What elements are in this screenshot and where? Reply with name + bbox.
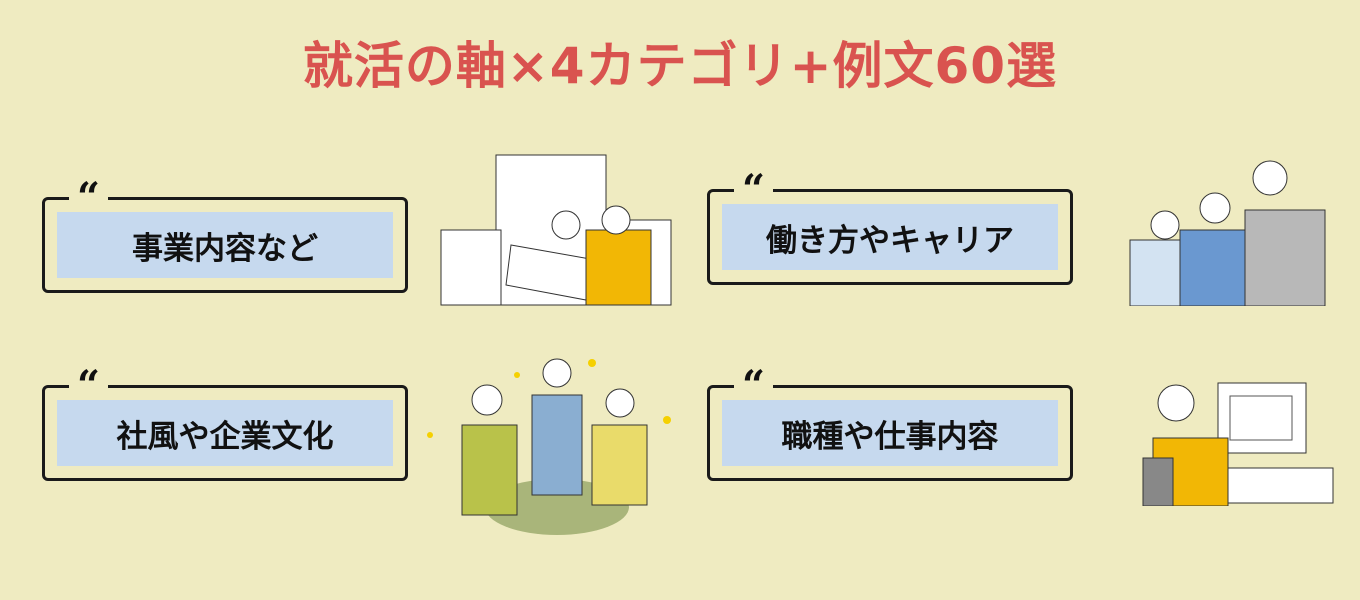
card-label: 職種や仕事内容 — [722, 400, 1058, 466]
quote-icon: “ — [734, 170, 774, 210]
card-label: 働き方やキャリア — [722, 204, 1058, 270]
category-card-culture: “ 社風や企業文化 — [42, 366, 408, 481]
category-card-workstyle: “ 働き方やキャリア — [707, 170, 1073, 285]
page-title: 就活の軸×4カテゴリ+例文60選 — [302, 37, 1058, 95]
office-worker-illustration — [1142, 382, 1334, 506]
category-card-business: “ 事業内容など — [42, 178, 408, 293]
card-label: 事業内容など — [57, 212, 393, 278]
business-people-illustration — [1129, 160, 1326, 306]
card-label: 社風や企業文化 — [57, 400, 393, 466]
construction-workers-illustration — [440, 154, 672, 306]
team-huddle-illustration — [427, 358, 671, 535]
category-card-job: “ 職種や仕事内容 — [707, 366, 1073, 481]
quote-icon: “ — [69, 178, 109, 218]
quote-icon: “ — [69, 366, 109, 406]
quote-icon: “ — [734, 366, 774, 406]
